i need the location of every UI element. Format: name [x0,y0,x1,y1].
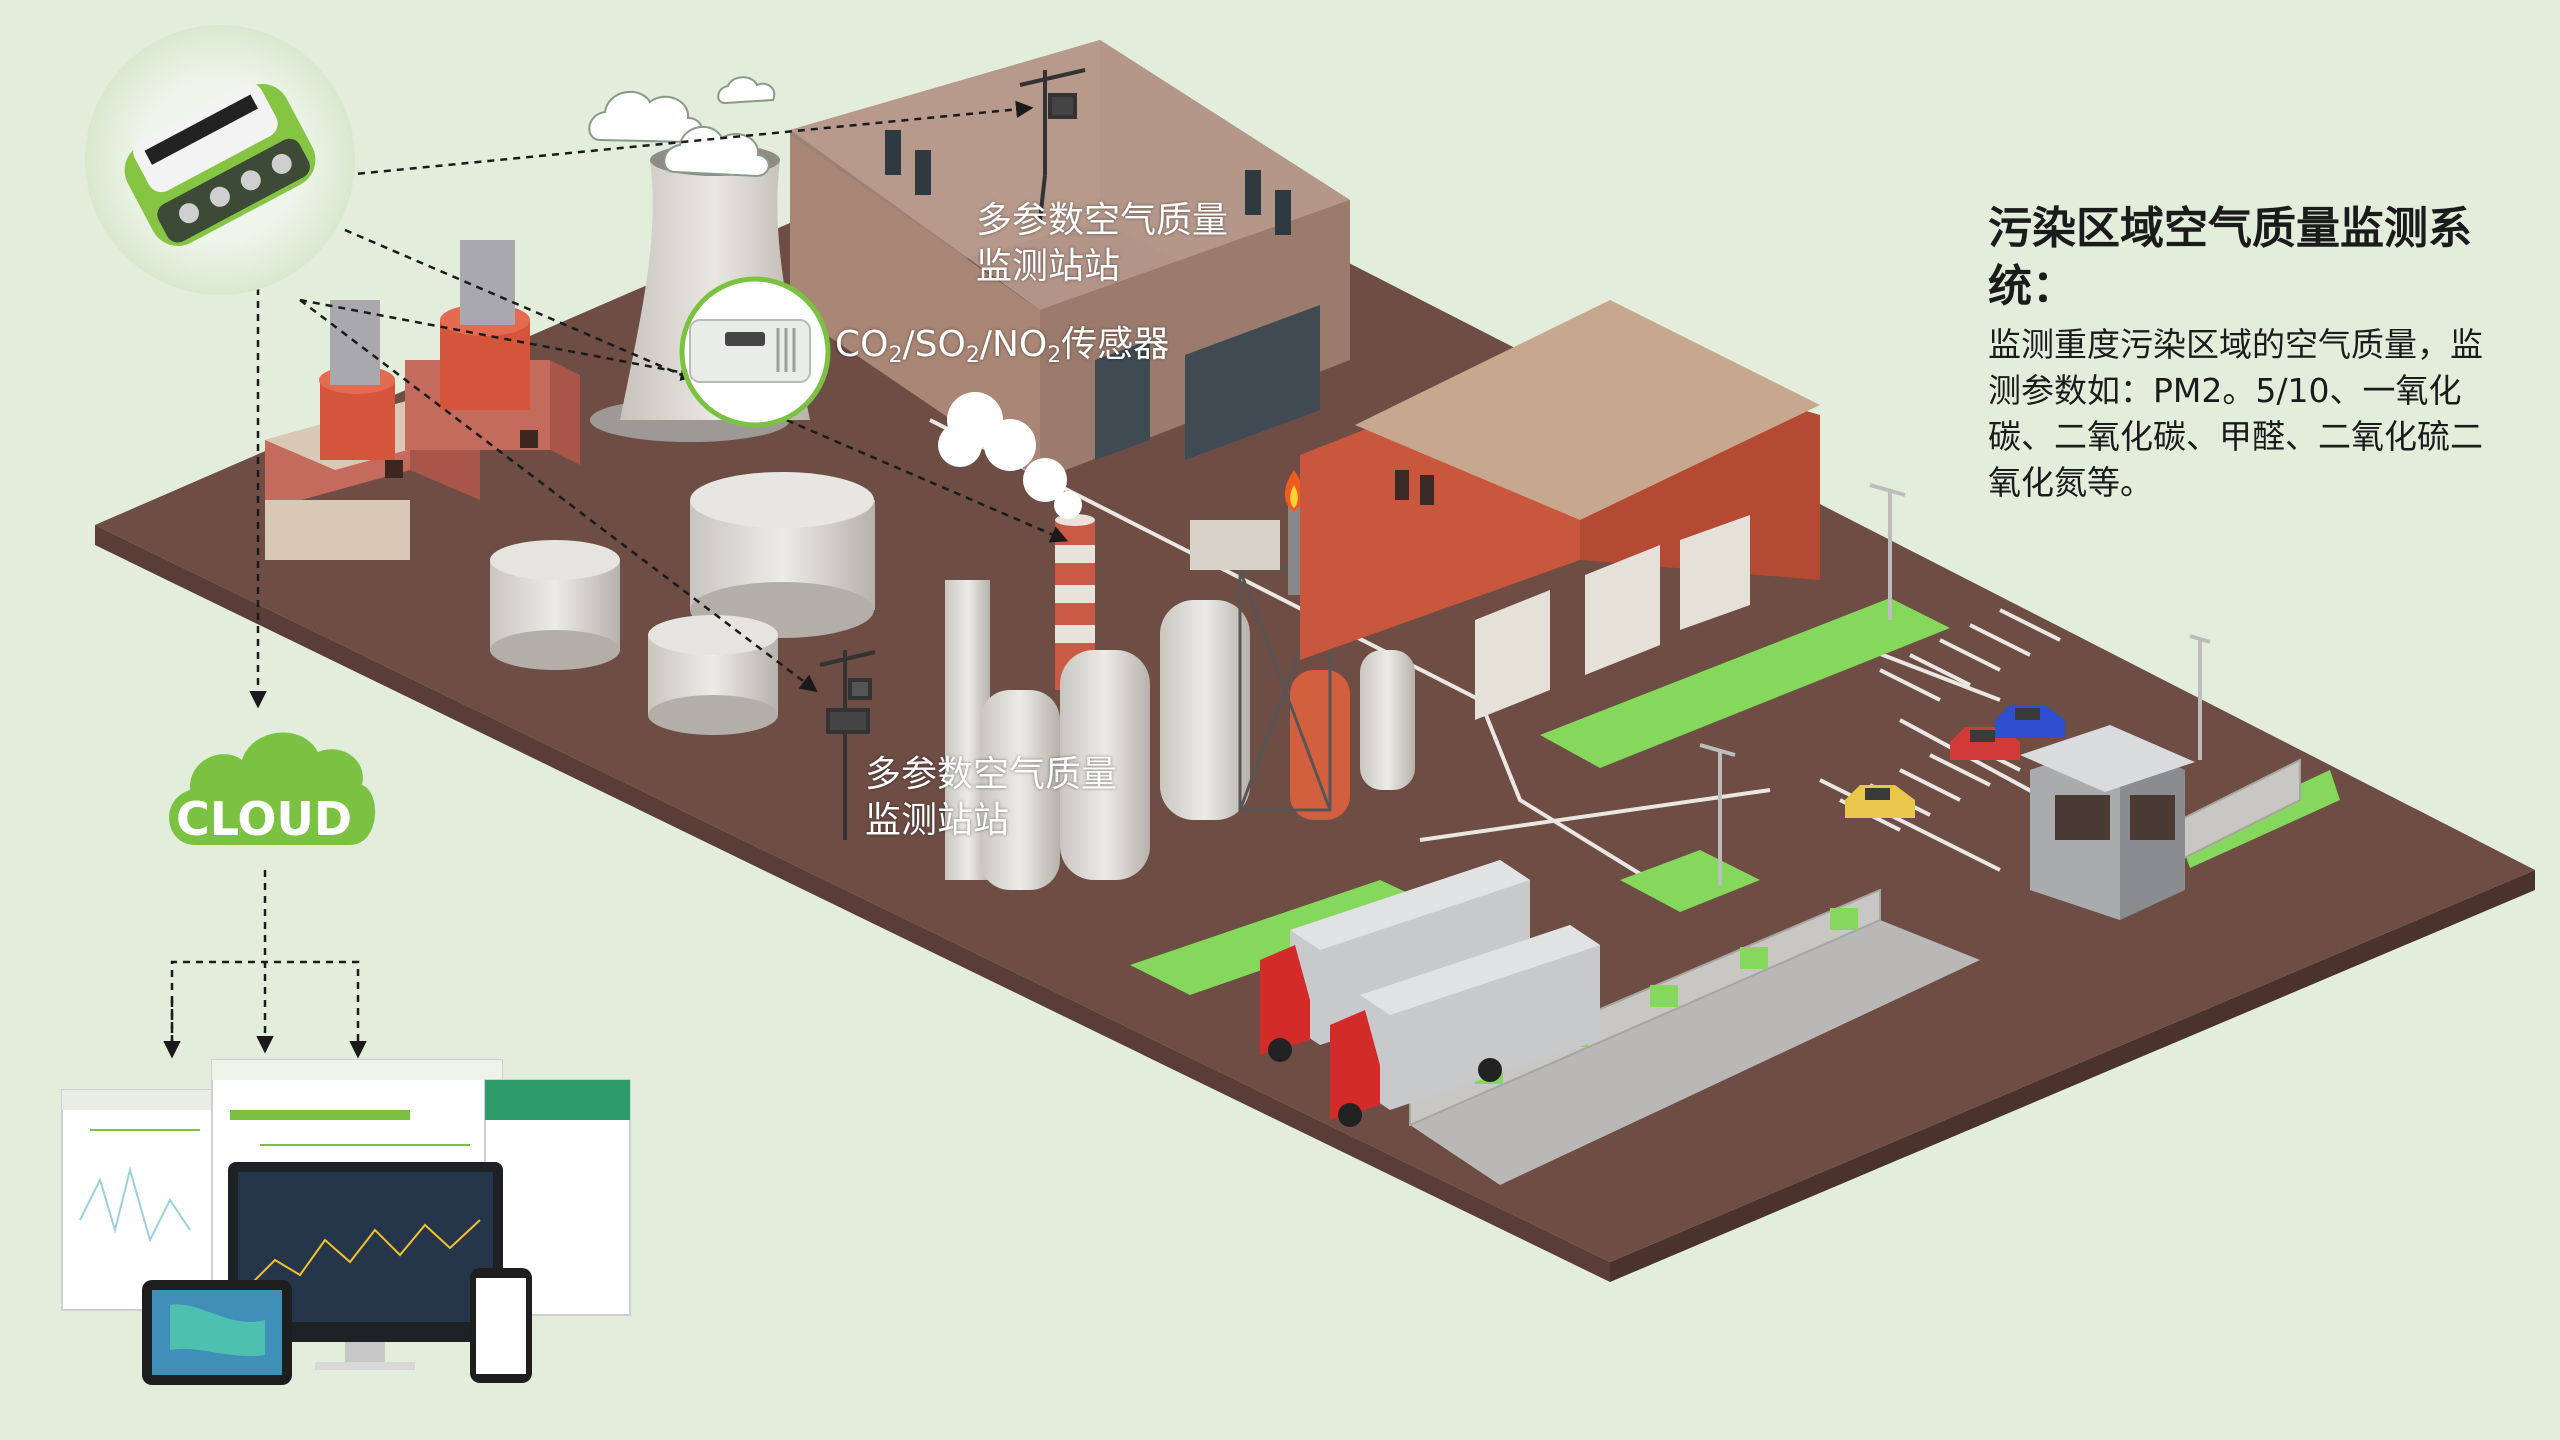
sensor-no: /NO [979,324,1048,365]
dashboard-devices [61,1059,631,1385]
co2-sensor-bubble [679,276,831,428]
label-station-middle: 多参数空气质量监测站站 [865,752,1145,844]
sky-clouds [588,76,776,178]
street-lamps [1699,483,2211,885]
trucks [1260,860,1600,1127]
cloud-service: CLOUD [169,732,376,846]
cars [1845,705,2065,818]
sensor-sub-3: 2 [1047,343,1062,368]
sensor-sub-1: 2 [888,343,903,368]
info-panel: 污染区域空气质量监测系统： 监测重度污染区域的空气质量，监测参数如：PM2。5/… [1988,200,2508,506]
storage-tanks [490,472,875,735]
flare-stack [1284,470,1304,595]
weather-station-middle [819,650,876,840]
warehouse-building [1300,300,1820,720]
guard-booth [2020,725,2195,920]
label-station-top: 多参数空气质量监测站站 [976,198,1256,290]
info-title: 污染区域空气质量监测系统： [1988,203,2472,312]
sensor-sub-2: 2 [965,343,980,368]
label-co2-sensor: CO2/SO2/NO2传感器 [835,322,1169,368]
sensor-so: /SO [902,324,966,365]
label-station-top-text: 多参数空气质量监测站站 [976,200,1229,287]
sensor-co: CO [835,324,889,365]
cloud-label: CLOUD [176,792,352,846]
weather-station-top [1019,68,1086,221]
sensor-suffix: 传感器 [1061,324,1170,365]
label-station-middle-text: 多参数空气质量监测站站 [865,754,1118,841]
device-bubble [85,25,355,295]
grey-road [1410,920,1980,1185]
info-body: 监测重度污染区域的空气质量，监测参数如：PM2。5/10、一氧化碳、二氧化碳、甲… [1988,325,2483,502]
refinery-columns [945,520,1415,890]
